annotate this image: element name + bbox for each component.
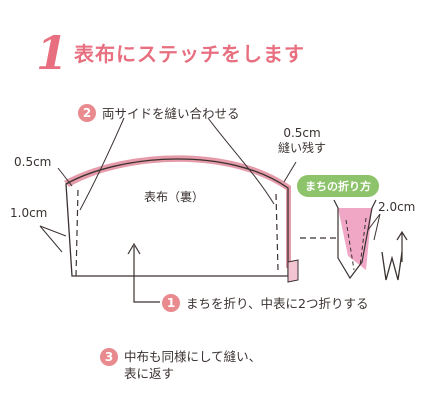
label-fabric-back: 表布（裏） [144,190,205,204]
step-3-text: 中布も同様にして縫い、 表に返す [124,349,262,381]
gusset-up-arrow [396,230,408,262]
label-gusset-2-0cm: 2.0cm [378,200,416,214]
leader-left-05 [57,167,73,187]
gusset-dash [345,217,367,271]
seam-left [75,189,79,277]
step-3: 3 中布も同様にして縫い、 表に返す [100,348,261,382]
fold-arrow-head [127,242,141,255]
label-left-0-5cm: 0.5cm [14,155,52,169]
gusset-fill [338,208,372,270]
section-title: 表布にステッチをします [74,42,305,66]
leader-left-10b [39,225,63,253]
step-1-text: まちを折り、中表に2つ折りする [186,296,369,311]
gusset-outline [333,199,377,280]
step-1: 1 まちを折り、中表に2つ折りする [162,293,368,312]
leader-step2-left [79,117,125,211]
step-2: 2 両サイドを縫い合わせる [78,103,240,122]
leader-left-10a [39,225,67,237]
step-3-badge: 3 [100,348,118,366]
step-1-badge: 1 [162,293,180,312]
label-left-1-0cm: 1.0cm [10,206,48,220]
leader-right-05 [283,161,297,183]
gusset-leader [367,213,381,241]
leader-step2-right [207,117,275,205]
gusset-zigzag [381,251,403,281]
label-right-0-5cm: 0.5cm 縫い残す [278,126,327,155]
step-2-badge: 2 [78,103,96,122]
step-2-text: 両サイドを縫い合わせる [102,106,240,121]
seam-right [275,193,279,271]
fold-strip [287,259,299,283]
gusset-fold-badge: まちの折り方 [297,175,379,197]
section-number: 1 [36,26,69,80]
fabric-outline [65,158,289,277]
fold-arrow [133,246,160,303]
